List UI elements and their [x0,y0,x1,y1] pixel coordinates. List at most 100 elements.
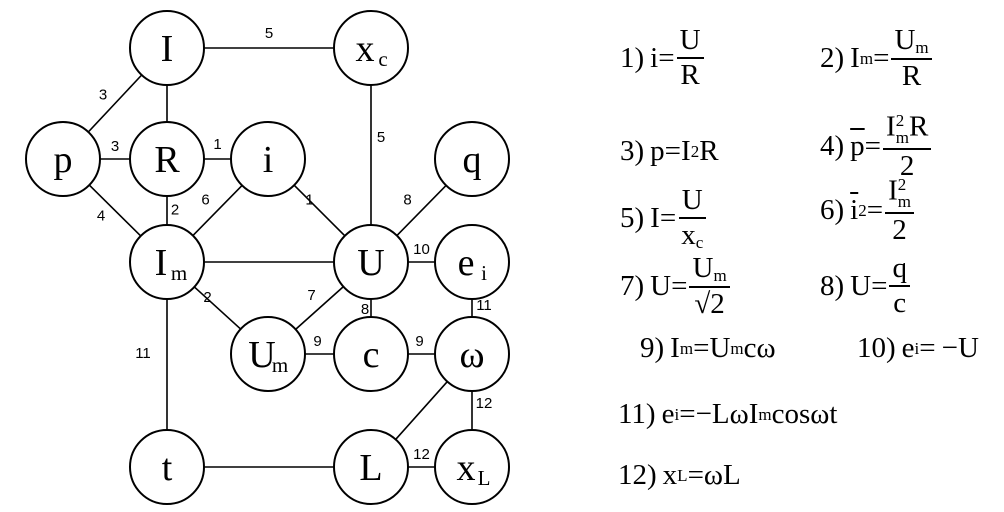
edge-i-U [293,184,346,237]
node-circle [434,224,510,300]
fraction: U R [676,26,704,90]
node-circle [333,429,409,505]
node-subscript: m [171,261,187,285]
edge-q-U [396,184,447,237]
node-circle [129,121,205,197]
edge-label: 5 [265,25,273,42]
edge-p-Im [88,184,142,237]
edge-Um-U [295,286,344,330]
node-circle [434,429,510,505]
node-circle [129,429,205,505]
node-label: q [463,139,482,181]
node-circle [230,121,306,197]
equation-8: 8) U = q c [820,254,912,318]
node-circle [333,10,409,86]
node-circle [333,316,409,392]
edge-label: 5 [377,129,385,146]
node-subscript: i [481,261,487,285]
node-L: L [333,429,409,505]
edge-label: 2 [203,289,211,306]
node-U: U [333,224,409,300]
edge-label: 7 [307,287,315,304]
edge-label: 10 [413,241,430,258]
edge-label: 11 [135,345,151,362]
node-label: x [356,28,375,70]
node-c: c [333,316,409,392]
node-label: I [161,28,174,70]
node-label: U [248,334,275,376]
edge-label: 9 [313,333,321,350]
fraction: q c [889,254,910,318]
node-label: U [357,242,384,284]
edge-i-Im [192,184,243,237]
node-label: t [162,447,173,489]
node-q: q [434,121,510,197]
node-label: ω [459,334,484,376]
edge-label: 12 [476,395,493,412]
node-circle [434,316,510,392]
node-i: i [230,121,306,197]
node-subscript: m [272,353,288,377]
fraction: U xc [678,186,706,251]
node-Um: Um [230,316,306,392]
equation-5: 5) I = U xc [620,186,708,251]
node-p: p [25,121,101,197]
node-subscript: L [478,466,491,490]
node-w: ω [434,316,510,392]
node-label: x [457,447,476,489]
node-circle [333,224,409,300]
node-subscript: c [378,47,387,71]
node-label: I [155,242,168,284]
edge-label: 2 [171,201,179,218]
node-circle [434,121,510,197]
edge-I-p [87,74,143,133]
node-label: e [458,242,475,284]
edge-label: 1 [305,191,313,208]
node-label: L [359,447,382,489]
edge-label: 8 [403,191,411,208]
edge-label: 8 [361,301,369,318]
fraction: Um √2 [689,254,730,319]
edge-label: 4 [97,207,105,224]
equation-1: 1) i = U R [620,26,706,90]
node-circle [129,10,205,86]
edge-label: 6 [201,191,209,208]
edge-label: 11 [476,297,492,314]
edge-Im-Um [193,286,242,330]
edge-label: 3 [99,86,107,103]
edge-label: 1 [213,136,221,153]
edge-label: 12 [413,446,430,463]
equation-7: 7) U = Um √2 [620,254,732,319]
node-circle [230,316,306,392]
node-R: R [129,121,205,197]
node-label: R [154,139,180,181]
edge-label: 3 [111,138,119,155]
node-circle [129,224,205,300]
node-I: I [129,10,205,86]
graph-edges: 5 3 3 1 4 2 6 1 5 8 10 2 7 8 9 9 11 11 12 12 [87,25,493,468]
node-circle [25,121,101,197]
node-label: p [54,139,73,181]
node-label: i [263,139,274,181]
node-t: t [129,429,205,505]
node-label: c [363,334,380,376]
edge-label: 9 [415,333,423,350]
fraction: Um R [891,26,932,91]
edge-w-L [395,381,448,440]
